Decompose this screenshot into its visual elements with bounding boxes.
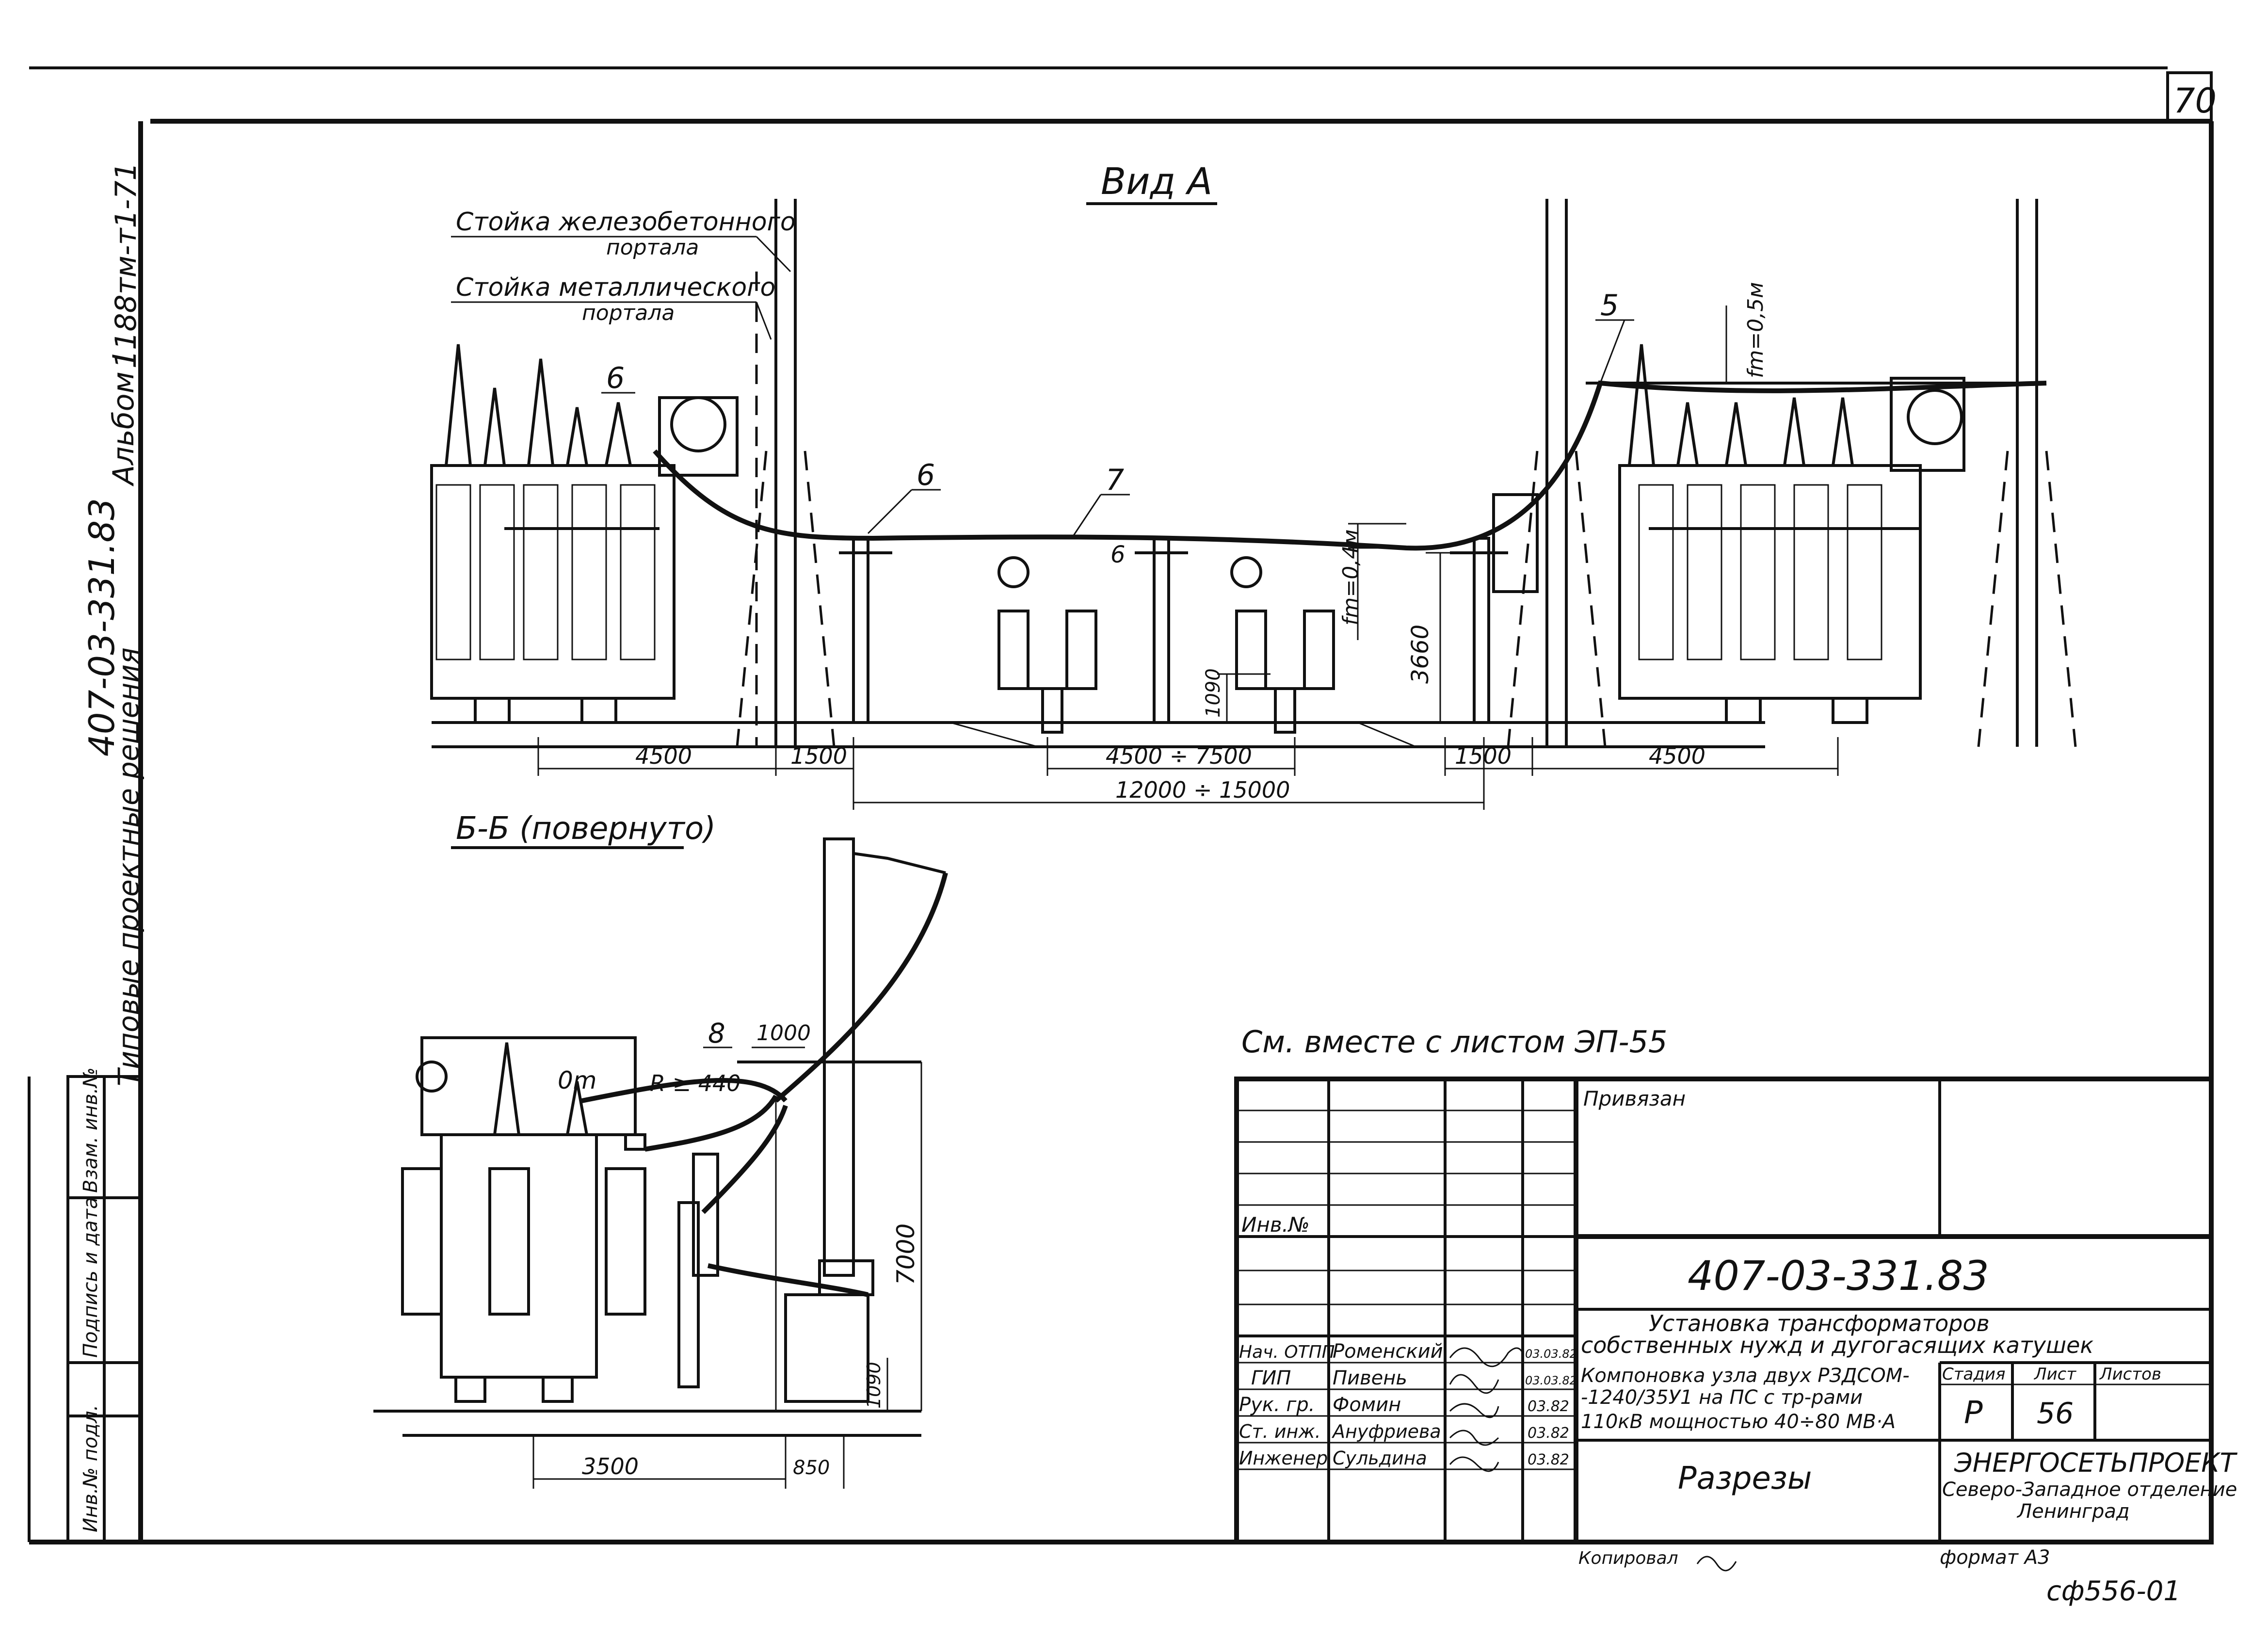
left-code: 1188тм-т1-71 bbox=[109, 162, 143, 369]
dim-1090-b: 1090 bbox=[863, 1362, 885, 1409]
tb-title-line2: собственных нужд и дугогасящих катушек bbox=[1581, 1332, 2093, 1358]
stub-label-sign: Подпись и дата bbox=[80, 1197, 102, 1358]
role-3-name: Ануфриева bbox=[1331, 1421, 1441, 1442]
role-1-date: 03.03.82 bbox=[1525, 1374, 1577, 1387]
section-callout-8: 8 bbox=[708, 1018, 725, 1049]
left-portal bbox=[736, 199, 836, 747]
callout-6-coil: 6 bbox=[1110, 541, 1126, 568]
arc-suppression-coils bbox=[997, 556, 1335, 734]
left-album-sub: Альбом I bbox=[107, 354, 141, 487]
signatures bbox=[1449, 1347, 1737, 1572]
left-album-number: 407-03-331.83 bbox=[81, 498, 122, 756]
dim-4500-right: 4500 bbox=[1649, 743, 1705, 769]
label-om: 0m bbox=[558, 1066, 597, 1094]
role-3-date: 03.82 bbox=[1528, 1425, 1569, 1442]
role-0-name: Роменский bbox=[1333, 1340, 1443, 1363]
tb-sub-line2: -1240/35У1 на ПС с тр-рами bbox=[1581, 1386, 1863, 1409]
label-metal-portal-2: портала bbox=[582, 301, 675, 325]
label-rc-portal-1: Стойка железобетонного bbox=[456, 208, 796, 237]
tb-sheets-hdr: Листов bbox=[2099, 1365, 2161, 1384]
role-1: ГИП bbox=[1251, 1367, 1291, 1389]
role-4: Инженер bbox=[1239, 1447, 1328, 1469]
dim-1500-left: 1500 bbox=[790, 743, 847, 769]
role-3: Ст. инж. bbox=[1239, 1421, 1321, 1442]
label-metal-portal-1: Стойка металлического bbox=[456, 273, 775, 302]
role-2-name: Фомин bbox=[1333, 1394, 1401, 1416]
tb-copied: Копировал bbox=[1578, 1548, 1678, 1568]
tb-stage-hdr: Стадия bbox=[1942, 1365, 2005, 1384]
view-a-title: Вид А bbox=[1101, 160, 1212, 203]
tb-privyazan: Привязан bbox=[1583, 1087, 1686, 1110]
dim-r: R ≥ 440 bbox=[650, 1070, 741, 1096]
role-2-date: 03.82 bbox=[1528, 1398, 1569, 1415]
dim-3660: 3660 bbox=[1407, 625, 1434, 684]
callout-7: 7 bbox=[1106, 463, 1124, 497]
tb-sheet-hdr: Лист bbox=[2033, 1365, 2076, 1384]
sag-right: fm=0,5м bbox=[1743, 282, 1768, 378]
tb-stage: Р bbox=[1964, 1395, 1983, 1431]
tb-sub-line1: Компоновка узла двух РЗДСОМ- bbox=[1581, 1365, 1910, 1387]
view-a-dimension-lines bbox=[537, 737, 1839, 810]
dim-1000: 1000 bbox=[756, 1021, 811, 1045]
dim-7000: 7000 bbox=[892, 1223, 920, 1285]
stub-label-repl: Взам. инв.№ bbox=[80, 1067, 102, 1193]
note: См. вместе с листом ЭП-55 bbox=[1241, 1024, 1668, 1060]
role-4-date: 03.82 bbox=[1528, 1451, 1569, 1468]
tb-format: формат А3 bbox=[1940, 1546, 2050, 1569]
tb-doc-number: 407-03-331.83 bbox=[1688, 1252, 1989, 1300]
role-0: Нач. ОТПП bbox=[1239, 1342, 1335, 1362]
dim-4500-left: 4500 bbox=[635, 743, 692, 769]
sag-left: fm=0,4м bbox=[1338, 530, 1363, 626]
support-insulators bbox=[839, 537, 1508, 724]
callout-5: 5 bbox=[1600, 289, 1619, 322]
section-bb-title: Б-Б (повернуто) bbox=[456, 811, 716, 847]
dim-1500-right: 1500 bbox=[1455, 743, 1512, 769]
tb-sheet-no: 56 bbox=[2037, 1397, 2074, 1431]
callout-6-mid: 6 bbox=[917, 458, 935, 492]
ground-line-view-a bbox=[432, 721, 1765, 748]
tb-title-line1: Установка трансформаторов bbox=[1649, 1310, 1990, 1336]
role-0-date: 03.03.82 bbox=[1525, 1347, 1577, 1361]
tb-org: ЭНЕРГОСЕТЬПРОЕКТ bbox=[1954, 1447, 2238, 1478]
dim-mid: 4500 ÷ 7500 bbox=[1106, 743, 1252, 769]
role-1-name: Пивень bbox=[1333, 1367, 1407, 1389]
tb-org-sub2: Ленинград bbox=[2016, 1500, 2130, 1523]
title-block-frame bbox=[1234, 1077, 2214, 1544]
dim-total: 12000 ÷ 15000 bbox=[1115, 777, 1290, 803]
left-transformer bbox=[430, 344, 739, 724]
right-portal bbox=[1507, 199, 2077, 747]
role-2: Рук. гр. bbox=[1239, 1394, 1315, 1416]
stub-label-inv: Инв.№ подл. bbox=[80, 1405, 102, 1532]
tb-sheet-title: Разрезы bbox=[1678, 1461, 1812, 1496]
left-stub bbox=[66, 1075, 142, 1544]
role-4-name: Сульдина bbox=[1333, 1447, 1427, 1469]
tb-inv-no: Инв.№ bbox=[1241, 1213, 1310, 1237]
page-number: 70 bbox=[2173, 81, 2217, 121]
copy-mark: сф556-01 bbox=[2046, 1576, 2181, 1607]
right-transformer bbox=[1492, 344, 1965, 724]
tb-org-sub1: Северо-Западное отделение bbox=[1942, 1479, 2237, 1501]
dim-1090-a: 1090 bbox=[1202, 668, 1224, 718]
tb-sub-line3: 110кВ мощностью 40÷80 МВ·А bbox=[1581, 1411, 1896, 1433]
section-bb-drawing bbox=[373, 837, 948, 1437]
callout-6-left: 6 bbox=[606, 361, 625, 395]
dim-850: 850 bbox=[793, 1457, 830, 1479]
dim-3500: 3500 bbox=[582, 1453, 639, 1479]
label-rc-portal-2: портала bbox=[606, 235, 699, 260]
left-series: Типовые проектные решения bbox=[112, 647, 145, 1086]
